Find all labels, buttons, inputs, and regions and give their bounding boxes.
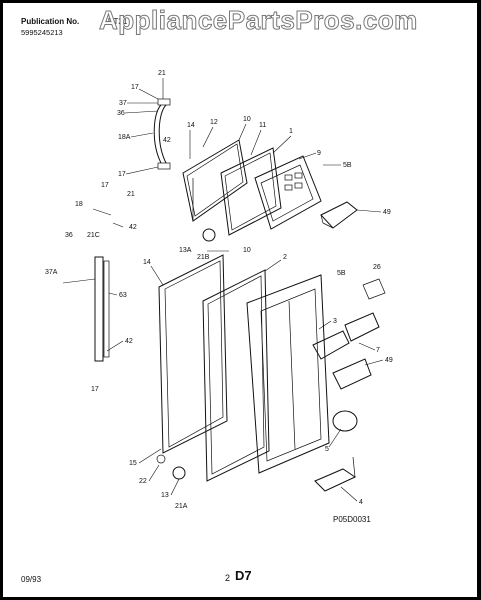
callout-12: 12 <box>210 119 218 126</box>
callout-42: 42 <box>163 137 171 144</box>
callout-5B: 5B <box>343 162 352 169</box>
callout-7: 7 <box>376 347 380 354</box>
exploded-view-drawing: 21 17 37 36 18A 42 17 14 12 10 11 1 9 5B… <box>45 70 393 510</box>
callout-labels: 21 17 37 36 18A 42 17 14 12 10 11 1 9 5B… <box>45 70 393 510</box>
publication-number: 5995245213 <box>21 28 63 37</box>
dairy-cover <box>314 410 358 492</box>
callout-37: 37 <box>119 100 127 107</box>
callout-26: 26 <box>373 264 381 271</box>
fresh-food-gasket <box>202 269 270 482</box>
callout-17b: 17 <box>118 171 126 178</box>
callout-13A: 13A <box>179 247 192 254</box>
publication-label: Publication No. <box>21 17 80 26</box>
callout-42c: 42 <box>125 338 133 345</box>
callout-37A: 37A <box>45 269 58 276</box>
callout-3: 3 <box>333 318 337 325</box>
callout-36: 36 <box>117 110 125 117</box>
fresh-food-door-outer <box>158 254 228 454</box>
callout-21B: 21B <box>197 254 210 261</box>
footer-section: D7 <box>235 568 252 583</box>
freezer-door-outer <box>182 139 248 222</box>
callout-2: 2 <box>283 254 287 261</box>
callout-11: 11 <box>259 122 266 129</box>
callout-21C: 21C <box>87 232 100 239</box>
callout-5Bb: 5B <box>337 270 346 277</box>
freezer-gasket <box>220 147 282 236</box>
callout-14: 14 <box>187 122 195 129</box>
diagram-code: P05D0031 <box>333 515 371 524</box>
callout-42b: 42 <box>129 224 137 231</box>
callout-4: 4 <box>359 499 363 506</box>
callout-22: 22 <box>139 478 147 485</box>
footer-date: 09/93 <box>21 575 42 584</box>
callout-5: 5 <box>325 446 329 453</box>
leader-lines <box>62 78 384 502</box>
callout-9: 9 <box>317 150 321 157</box>
callout-18: 18 <box>75 201 83 208</box>
callout-49b: 49 <box>385 357 393 364</box>
callout-18A: 18A <box>118 134 131 141</box>
callout-21A: 21A <box>175 503 188 510</box>
callout-10: 10 <box>243 116 251 123</box>
callout-14b: 14 <box>143 259 151 266</box>
model-number: FRT21 <box>103 17 128 26</box>
freezer-bin <box>320 201 358 229</box>
callout-49: 49 <box>383 209 391 216</box>
watermark: AppliancePartsPros.com <box>99 5 418 36</box>
fresh-food-handle <box>94 256 110 362</box>
parts-diagram-sheet: Publication No. 5995245213 FRT21 Applian… <box>3 3 477 597</box>
callout-1: 1 <box>289 128 293 135</box>
callout-10b: 10 <box>243 247 251 254</box>
freezer-liner <box>254 155 322 230</box>
callout-21: 21 <box>158 70 166 77</box>
callout-15: 15 <box>129 460 137 467</box>
callout-63: 63 <box>119 292 127 299</box>
footer-page-number: 2 <box>225 573 231 583</box>
callout-17c: 17 <box>101 182 109 189</box>
freezer-handle <box>153 98 171 170</box>
fresh-food-liner <box>246 274 330 474</box>
callout-17d: 17 <box>91 386 99 393</box>
callout-21b: 21 <box>127 191 135 198</box>
door-bins <box>312 278 386 390</box>
callout-13: 13 <box>161 492 169 499</box>
callout-17: 17 <box>131 84 139 91</box>
callout-36b: 36 <box>65 232 73 239</box>
